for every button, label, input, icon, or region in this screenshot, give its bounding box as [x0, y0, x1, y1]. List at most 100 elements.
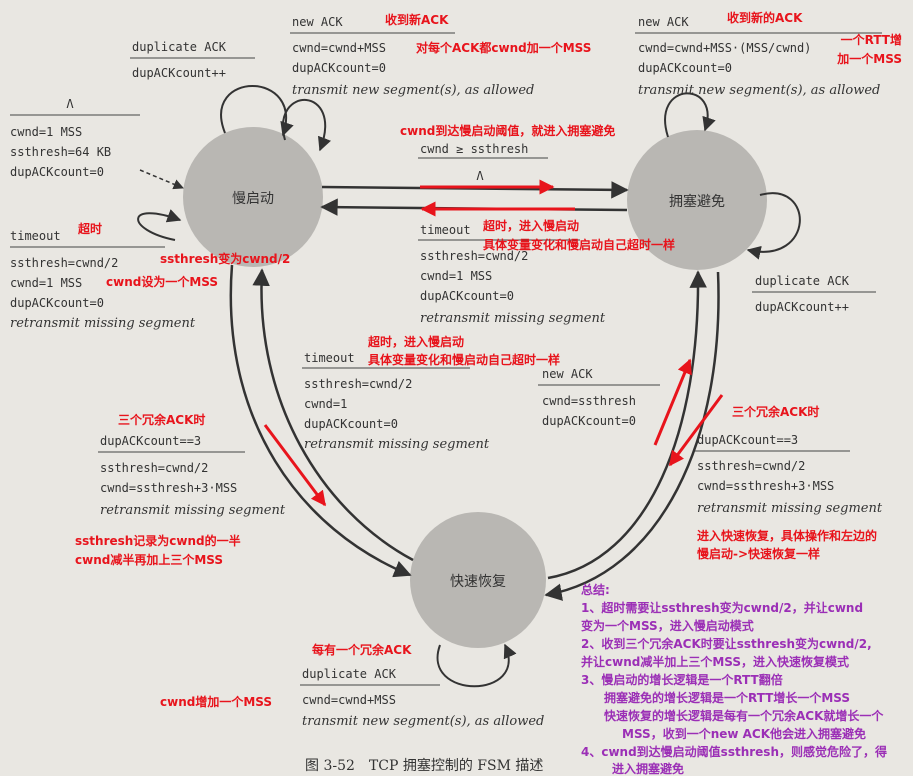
summary-line-6: 拥塞避免的增长逻辑是一个RTT增长一个MSS	[604, 690, 850, 705]
ss-fr-a3: retransmit missing segment	[100, 503, 286, 518]
summary-line-10: 进入拥塞避免	[612, 761, 684, 776]
loop-fr-dup	[436, 643, 517, 688]
note-rtt1: 一个RTT增	[841, 32, 902, 47]
state-fast-recovery-label: 快速恢复	[450, 573, 506, 590]
state-congestion-avoidance	[627, 130, 767, 270]
ss-timeout-a2: cwnd=1 MSS	[10, 276, 82, 290]
ca-ss-event: timeout	[420, 223, 471, 237]
loop-ca-dup	[746, 192, 801, 260]
note-timeout: 超时	[77, 221, 102, 236]
note-each-dup: 每有一个冗余ACK	[312, 642, 412, 657]
note-ssthresh-half: ssthresh变为cwnd/2	[160, 251, 290, 266]
ca-new-a1: cwnd=cwnd+MSS·(MSS/cwnd)	[638, 41, 811, 55]
ss-timeout-a1: ssthresh=cwnd/2	[10, 256, 118, 270]
note-new-ack2: 收到新的ACK	[727, 10, 803, 25]
red-arrow-fr-ca	[653, 358, 692, 446]
note-three-dup-right: 三个冗余ACK时	[732, 404, 819, 419]
summary-line-4: 并让cwnd减半加上三个MSS，进入快速恢复模式	[581, 654, 849, 669]
summary-line-9: 4、cwnd到达慢启动阈值ssthresh，则感觉危险了，得	[581, 744, 887, 759]
ss-dup-action: dupACKcount++	[132, 66, 226, 80]
note-cwnd-plus: cwnd增加一个MSS	[160, 694, 272, 709]
ss-new-a3: transmit new segment(s), as allowed	[292, 83, 534, 98]
summary-line-1: 1、超时需要让ssthresh变为cwnd/2，并让cwnd	[581, 600, 863, 615]
fr-timeout-a3: dupACKcount=0	[304, 417, 398, 431]
state-slow-start-label: 慢启动	[232, 190, 274, 207]
summary-line-5: 3、慢启动的增长逻辑是一个RTT翻倍	[581, 672, 783, 687]
fr-dup-a1: cwnd=cwnd+MSS	[302, 693, 396, 707]
note-new-ack: 收到新ACK	[385, 12, 449, 27]
ss-timeout-event: timeout	[10, 229, 61, 243]
fr-timeout-a1: ssthresh=cwnd/2	[304, 377, 412, 391]
loop-ss-timeout	[137, 209, 182, 241]
state-congestion-avoidance-label: 拥塞避免	[669, 193, 725, 210]
label-dividers	[10, 32, 882, 686]
loop-ss-new	[282, 98, 332, 152]
ss-fr-a2: cwnd=ssthresh+3·MSS	[100, 481, 237, 495]
note-rtt2: 加一个MSS	[836, 51, 902, 66]
note-cwnd-one: cwnd设为一个MSS	[106, 274, 218, 289]
init-lambda: Λ	[66, 97, 74, 111]
ca-fr-a2: cwnd=ssthresh+3·MSS	[697, 479, 834, 493]
fr-timeout-a4: retransmit missing segment	[304, 437, 490, 452]
ca-new-a3: transmit new segment(s), as allowed	[638, 83, 880, 98]
ss-fr-a1: ssthresh=cwnd/2	[100, 461, 208, 475]
edge-fr-to-ca	[547, 270, 707, 580]
init-ssthresh: ssthresh=64 KB	[10, 145, 111, 159]
ca-ss-a4: retransmit missing segment	[420, 311, 606, 326]
note-enter-fr2: 慢启动->快速恢复一样	[697, 546, 820, 561]
edge-ca-to-fr	[544, 271, 720, 601]
ss-fr-event: dupACKcount==3	[100, 434, 201, 448]
edge-ss-to-fr	[229, 264, 412, 578]
fr-dup-a2: transmit new segment(s), as allowed	[302, 714, 544, 729]
ca-ss-a2: cwnd=1 MSS	[420, 269, 492, 283]
fr-dup-event: duplicate ACK	[302, 667, 397, 681]
note-enter-fr1: 进入快速恢复，具体操作和左边的	[697, 528, 877, 543]
init-arrow	[139, 169, 184, 190]
fr-timeout-a2: cwnd=1	[304, 397, 347, 411]
ca-ss-a3: dupACKcount=0	[420, 289, 514, 303]
ca-fr-a3: retransmit missing segment	[697, 501, 883, 516]
summary: 总结: 1、超时需要让ssthresh变为cwnd/2，并让cwnd 变为一个M…	[581, 582, 887, 776]
loop-ca-new	[664, 92, 716, 138]
ca-dup-action: dupACKcount++	[755, 300, 849, 314]
ca-new-a2: dupACKcount=0	[638, 61, 732, 75]
ss-timeout-a3: dupACKcount=0	[10, 296, 104, 310]
ss-dup-event: duplicate ACK	[132, 40, 227, 54]
ca-fr-event: dupACKcount==3	[697, 433, 798, 447]
note-record1: ssthresh记录为cwnd的一半	[75, 533, 241, 548]
red-arrow-ca-fr	[668, 394, 724, 467]
state-slow-start	[183, 127, 323, 267]
summary-line-3: 2、收到三个冗余ACK时要让ssthresh变为cwnd/2,	[581, 636, 872, 651]
ss-ca-event: cwnd ≥ ssthresh	[420, 142, 528, 156]
state-fast-recovery	[410, 512, 546, 648]
note-each-ack: 对每个ACK都cwnd加一个MSS	[416, 40, 591, 55]
summary-line-0: 总结:	[581, 582, 610, 597]
summary-line-7: 快速恢复的增长逻辑是每有一个冗余ACK就增长一个	[604, 708, 884, 723]
ca-fr-a1: ssthresh=cwnd/2	[697, 459, 805, 473]
ss-ca-action: Λ	[476, 169, 484, 183]
fr-new-a2: dupACKcount=0	[542, 414, 636, 428]
ca-new-event: new ACK	[638, 15, 689, 29]
ss-new-event: new ACK	[292, 15, 343, 29]
fr-new-a1: cwnd=ssthresh	[542, 394, 636, 408]
note-fr-timeout1: 超时，进入慢启动	[367, 334, 464, 349]
note-fr-timeout2: 具体变量变化和慢启动自己超时一样	[368, 352, 560, 367]
fr-new-event: new ACK	[542, 367, 593, 381]
summary-line-8: MSS，收到一个new ACK他会进入拥塞避免	[622, 726, 866, 741]
ss-new-a2: dupACKcount=0	[292, 61, 386, 75]
edge-fr-to-ss	[252, 268, 414, 562]
red-arrow-ss-fr	[263, 424, 327, 507]
ss-timeout-a4: retransmit missing segment	[10, 316, 196, 331]
init-dupack: dupACKcount=0	[10, 165, 104, 179]
ca-dup-event: duplicate ACK	[755, 274, 850, 288]
fr-timeout-event: timeout	[304, 351, 355, 365]
ss-new-a1: cwnd=cwnd+MSS	[292, 41, 386, 55]
note-to-ca: cwnd到达慢启动阈值，就进入拥塞避免	[400, 123, 615, 138]
note-record2: cwnd减半再加上三个MSS	[75, 552, 223, 567]
summary-line-2: 变为一个MSS，进入慢启动模式	[581, 618, 754, 633]
note-ca-timeout2: 具体变量变化和慢启动自己超时一样	[483, 237, 675, 252]
init-cwnd: cwnd=1 MSS	[10, 125, 82, 139]
note-three-dup-left: 三个冗余ACK时	[118, 412, 205, 427]
